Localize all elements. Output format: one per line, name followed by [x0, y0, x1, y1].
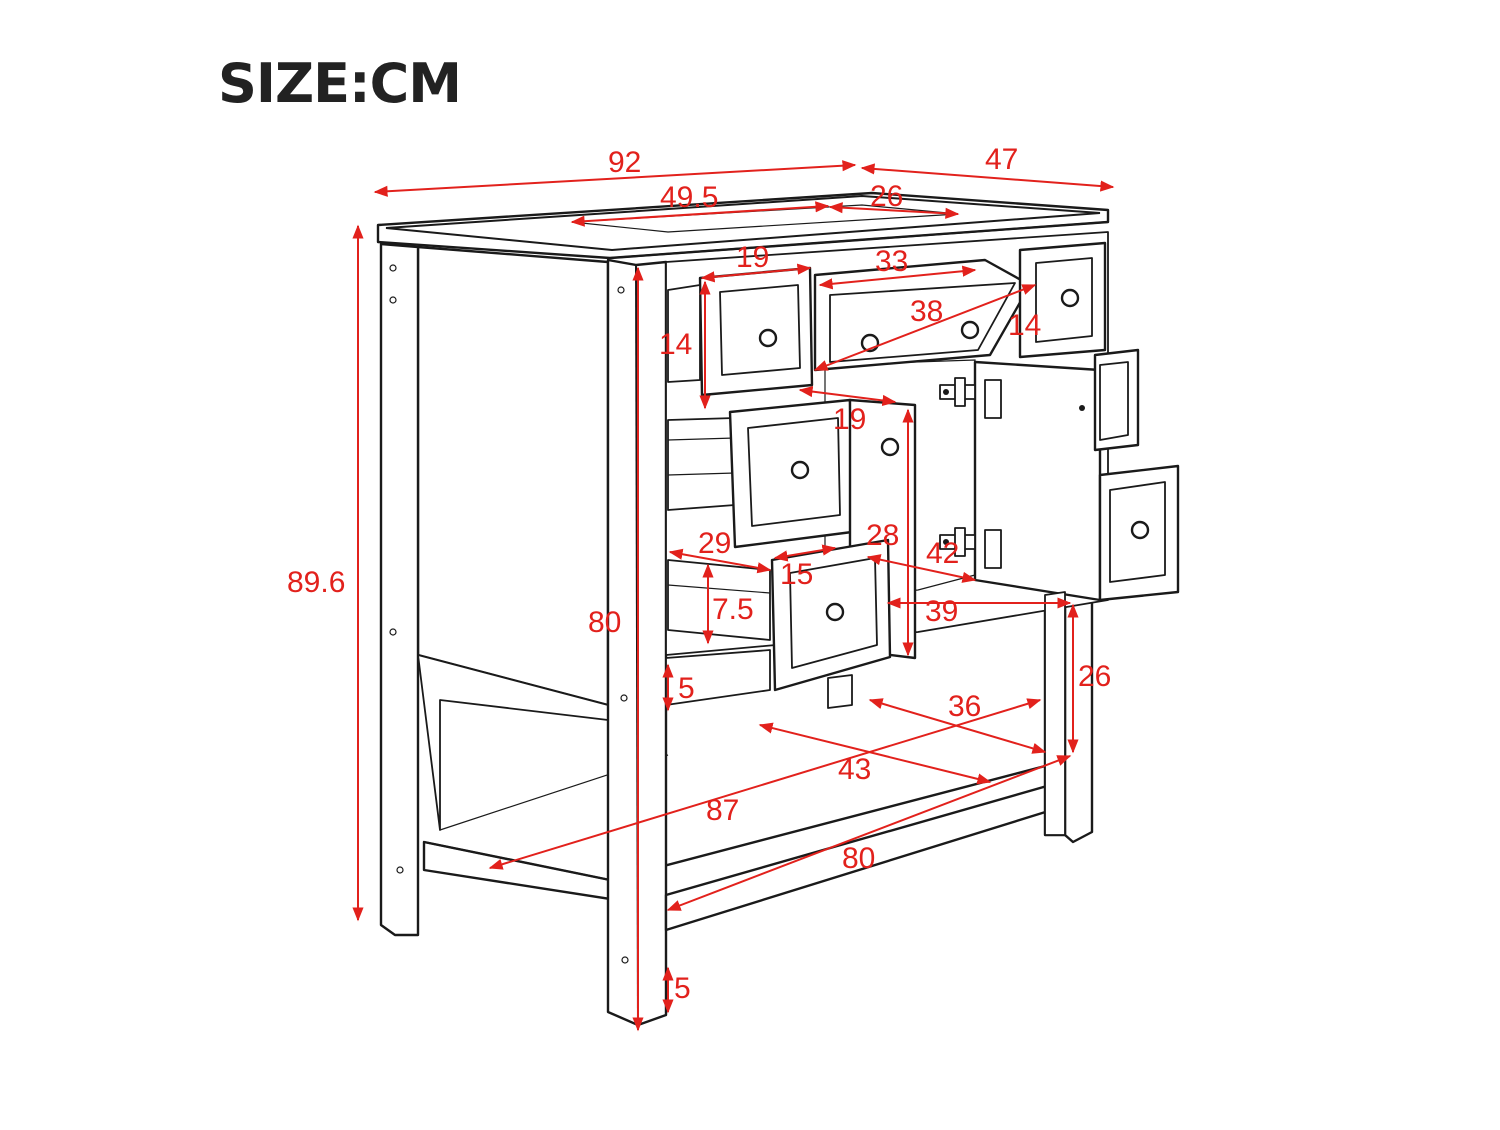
- dimension-lines: [352, 160, 1115, 1032]
- page-title: SIZE:CM: [218, 52, 462, 115]
- hinge-bottom: [939, 527, 1002, 569]
- dim-top-width: 92: [608, 146, 641, 179]
- dim-basin-depth: 26: [870, 180, 903, 213]
- dim-drawer-depth: 29: [698, 527, 731, 560]
- dim-top-depth: 47: [985, 143, 1018, 176]
- dim-middle-drawer-width: 19: [833, 403, 866, 436]
- dim-base-diagonal: 87: [706, 794, 739, 827]
- dim-cabinet-depth: 39: [925, 595, 958, 628]
- dim-drawer-inner-width: 15: [780, 558, 813, 591]
- cabinet-outline: [376, 191, 1180, 1027]
- dim-shelf-depth: 36: [948, 690, 981, 723]
- dim-foot-height: 5: [674, 972, 691, 1005]
- dim-toe-kick-height: 5: [678, 672, 695, 705]
- dim-shelf-width: 80: [842, 842, 875, 875]
- hinge-top: [939, 377, 1002, 419]
- dim-small-drawer-height-left: 14: [659, 328, 692, 361]
- dim-cabinet-height: 28: [866, 519, 899, 552]
- dim-drawer-inner-height: 7.5: [712, 593, 754, 626]
- dim-basin-width: 49.5: [660, 181, 718, 214]
- dim-small-drawer-width: 19: [736, 241, 769, 274]
- dim-shelf-inner-width: 43: [838, 753, 871, 786]
- dim-shelf-clearance: 26: [1078, 660, 1111, 693]
- dim-small-drawer-height-right: 14: [1008, 309, 1041, 342]
- dim-body-height: 80: [588, 606, 621, 639]
- dim-door-opening-width: 42: [926, 537, 959, 570]
- dim-center-drawer-width-top: 33: [875, 245, 908, 278]
- dim-total-height: 89.6: [287, 566, 345, 599]
- dim-center-drawer-width-front: 38: [910, 295, 943, 328]
